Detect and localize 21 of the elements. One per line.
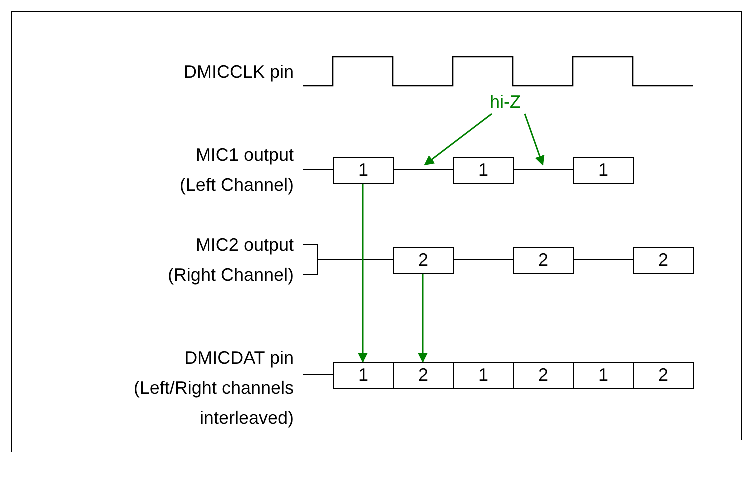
annotation-text: hi-Z [490, 92, 521, 113]
data-slot: 1 [333, 362, 394, 389]
data-slot: 2 [393, 362, 454, 389]
data-slot: 2 [513, 362, 574, 389]
data-bit-box: 2 [393, 247, 454, 274]
arrow [524, 114, 545, 166]
data-slot: 2 [633, 362, 694, 389]
signal-label: MIC2 output (Right Channel) [166, 234, 294, 287]
arrow [424, 113, 492, 166]
data-bit-box: 2 [513, 247, 574, 274]
signal-label: DMICDAT pin (Left/Right channels interleaved) [132, 347, 294, 430]
data-bit-box: 1 [573, 157, 634, 184]
signal-label: MIC1 output (Left Channel) [178, 144, 294, 197]
data-slot: 1 [573, 362, 634, 389]
data-bit-box: 1 [333, 157, 394, 184]
clock-pin-label: DMICCLK pin [182, 61, 294, 84]
arrow [358, 184, 368, 363]
arrow [418, 274, 428, 363]
data-slot: 1 [453, 362, 514, 389]
data-bit-box: 2 [633, 247, 694, 274]
data-bit-box: 1 [453, 157, 514, 184]
